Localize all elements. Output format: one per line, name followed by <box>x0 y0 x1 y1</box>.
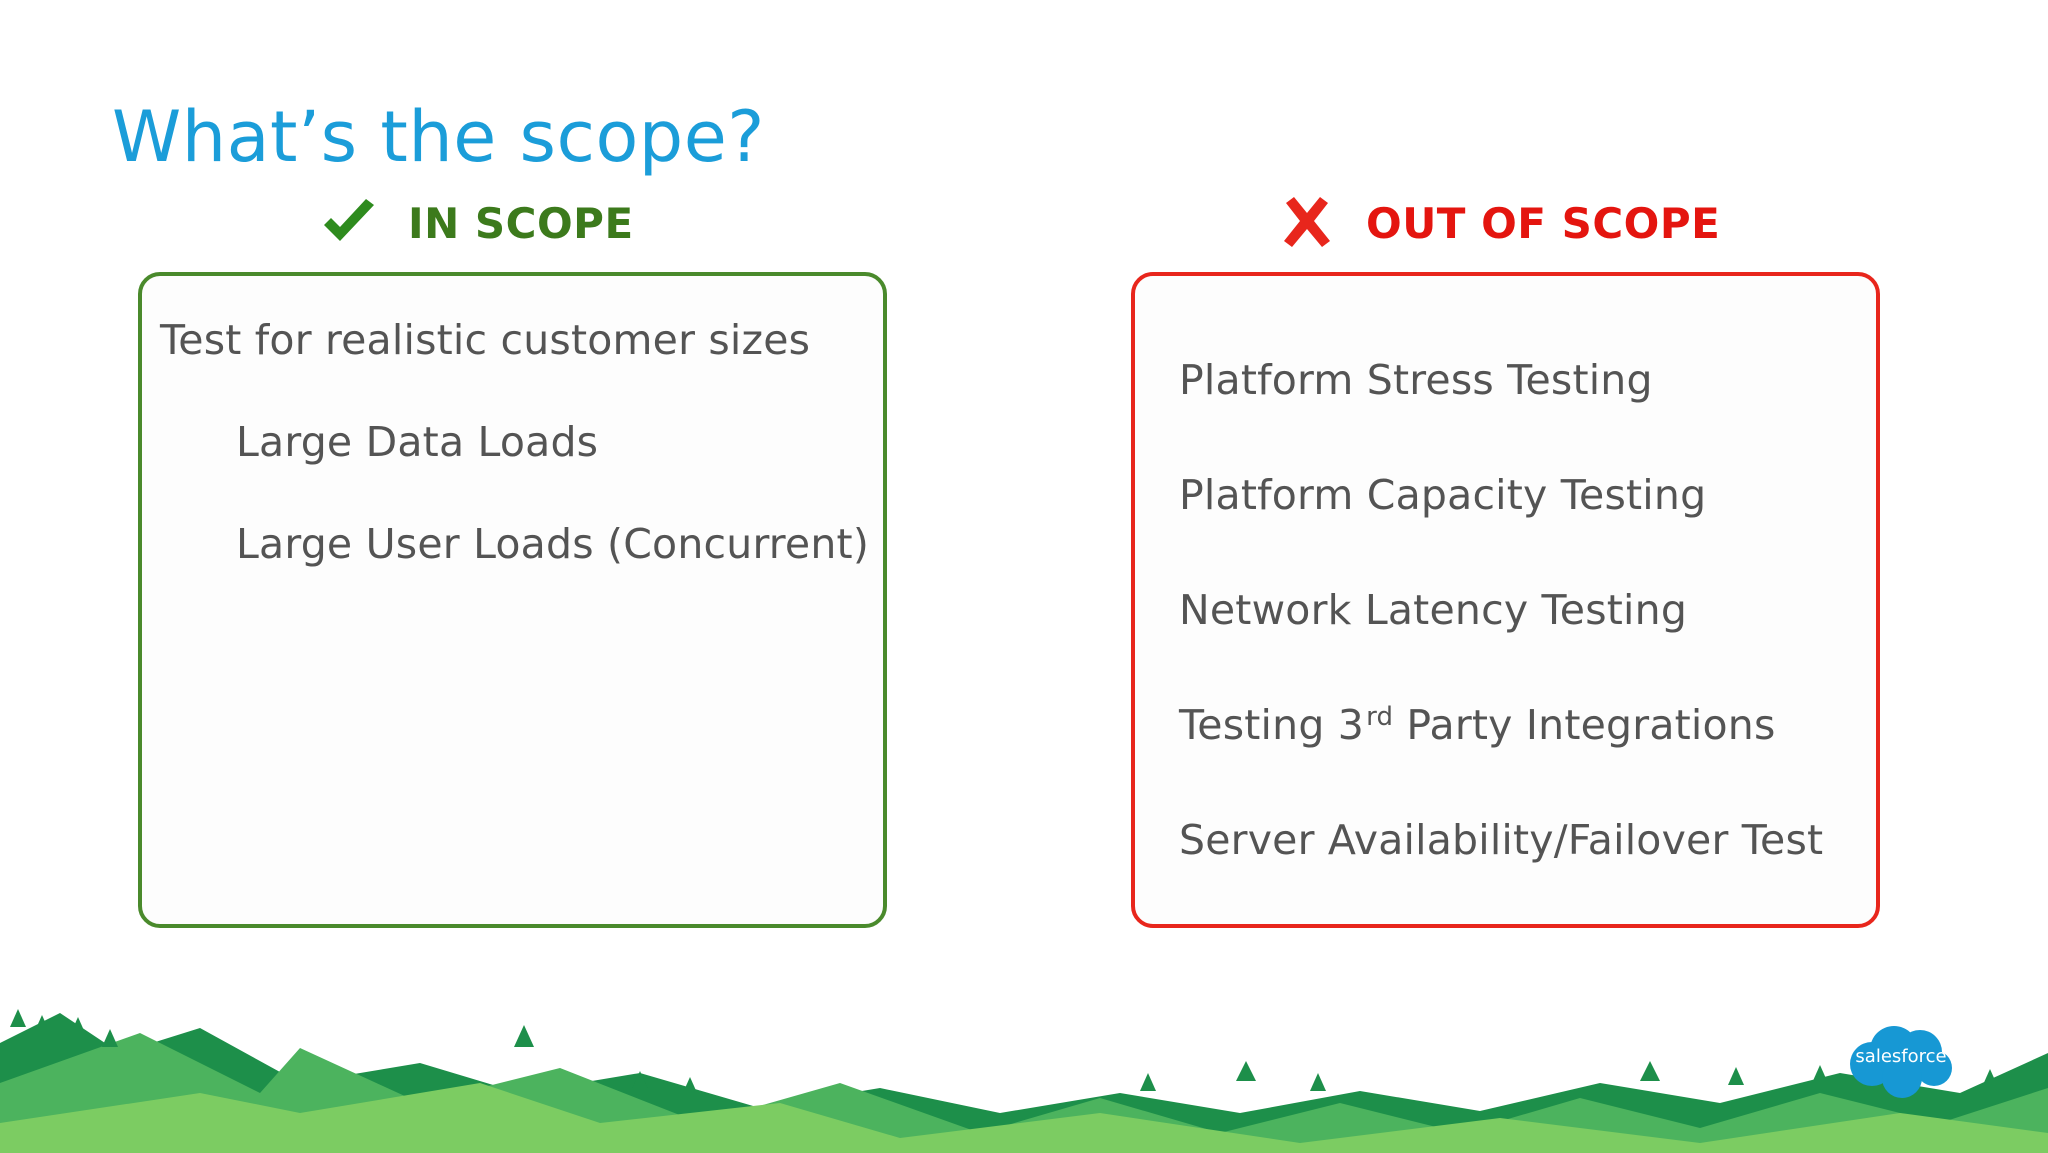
out-of-scope-item: Platform Capacity Testing <box>1179 471 1707 519</box>
out-of-scope-item: Network Latency Testing <box>1179 586 1688 634</box>
ordinal-suffix: rd <box>1366 702 1394 732</box>
out-of-scope-item-text: Testing 3 <box>1179 701 1365 749</box>
salesforce-cloud-icon <box>1850 1026 1952 1098</box>
salesforce-logo-text: salesforce <box>1855 1046 1947 1067</box>
cross-icon <box>1278 197 1336 249</box>
out-of-scope-label: OUT OF SCOPE <box>1366 198 1721 248</box>
salesforce-logo: salesforce <box>1846 1022 1956 1098</box>
in-scope-label: IN SCOPE <box>408 198 634 248</box>
in-scope-item: Large User Loads (Concurrent) <box>236 520 870 568</box>
in-scope-heading: IN SCOPE <box>320 188 634 258</box>
in-scope-box: Test for realistic customer sizes Large … <box>138 272 887 928</box>
checkmark-icon <box>320 197 378 249</box>
out-of-scope-item: Testing 3rd Party Integrations <box>1179 701 1776 749</box>
out-of-scope-box: Platform Stress Testing Platform Capacit… <box>1131 272 1880 928</box>
out-of-scope-item-text: Party Integrations <box>1393 701 1776 749</box>
out-of-scope-heading: OUT OF SCOPE <box>1278 188 1720 258</box>
out-of-scope-item: Platform Stress Testing <box>1179 356 1653 404</box>
mountain-landscape <box>0 1009 2048 1153</box>
out-of-scope-item: Server Availability/Failover Test <box>1179 816 1824 864</box>
slide-title: What’s the scope? <box>112 96 765 178</box>
in-scope-lead: Test for realistic customer sizes <box>160 316 811 364</box>
in-scope-item: Large Data Loads <box>236 418 599 466</box>
